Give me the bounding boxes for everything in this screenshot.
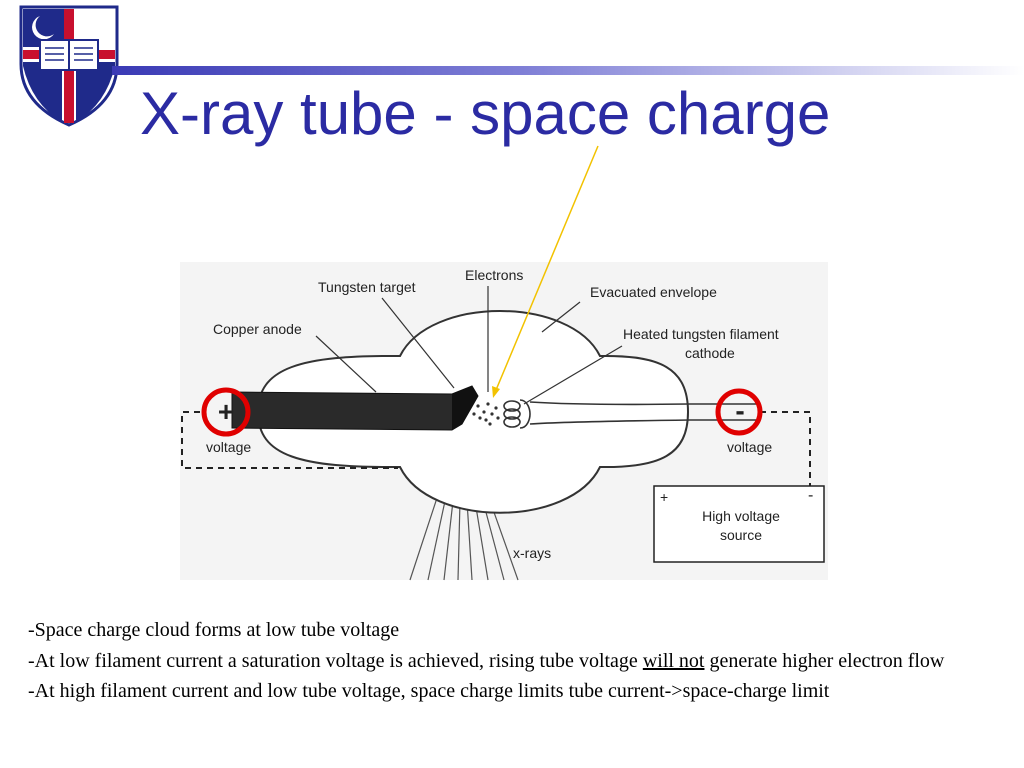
electron-cloud	[472, 402, 500, 426]
label-leader-lines	[315, 286, 623, 405]
title-gradient-bar	[112, 66, 1024, 75]
label-evacuated-envelope: Evacuated envelope	[590, 284, 717, 300]
space-charge-pointer-arrow	[492, 145, 599, 398]
note-space-charge-limit: -At high filament current and low tube v…	[28, 680, 830, 702]
label-heated-filament: Heated tungsten filament	[623, 326, 779, 342]
note-space-charge-cloud: -Space charge cloud forms at low tube vo…	[28, 619, 400, 641]
note-saturation-voltage: -At low filament current a saturation vo…	[28, 646, 998, 677]
label-tungsten-target: Tungsten target	[318, 279, 416, 295]
label-voltage-left: voltage	[206, 439, 251, 455]
label-electrons: Electrons	[465, 267, 523, 283]
slide-title: X-ray tube - space charge	[140, 80, 831, 147]
label-cathode: cathode	[685, 345, 735, 361]
source-plus-sign: +	[660, 489, 668, 505]
circuit-wiring	[181, 411, 811, 486]
label-high-voltage: High voltage	[702, 508, 780, 524]
high-voltage-source-box	[653, 485, 825, 563]
source-minus-sign: -	[808, 487, 813, 504]
university-crest-logo	[19, 5, 119, 127]
anode-plus-sign: +	[218, 396, 234, 427]
negative-terminal-marker-circle	[715, 388, 763, 436]
note-saturation-text-end: generate higher electron flow	[704, 649, 945, 672]
label-copper-anode: Copper anode	[213, 321, 302, 337]
note-will-not-emphasis: will not	[642, 649, 705, 672]
slide-notes: -Space charge cloud forms at low tube vo…	[28, 615, 998, 707]
note-saturation-text: -At low filament current a saturation vo…	[28, 649, 643, 672]
label-voltage-right: voltage	[727, 439, 772, 455]
positive-terminal-marker-circle	[201, 387, 251, 437]
tungsten-target	[452, 386, 478, 430]
label-source: source	[720, 527, 762, 543]
cathode-minus-sign: -	[735, 395, 744, 426]
cathode-filament	[503, 399, 760, 429]
label-xrays: x-rays	[513, 545, 551, 561]
